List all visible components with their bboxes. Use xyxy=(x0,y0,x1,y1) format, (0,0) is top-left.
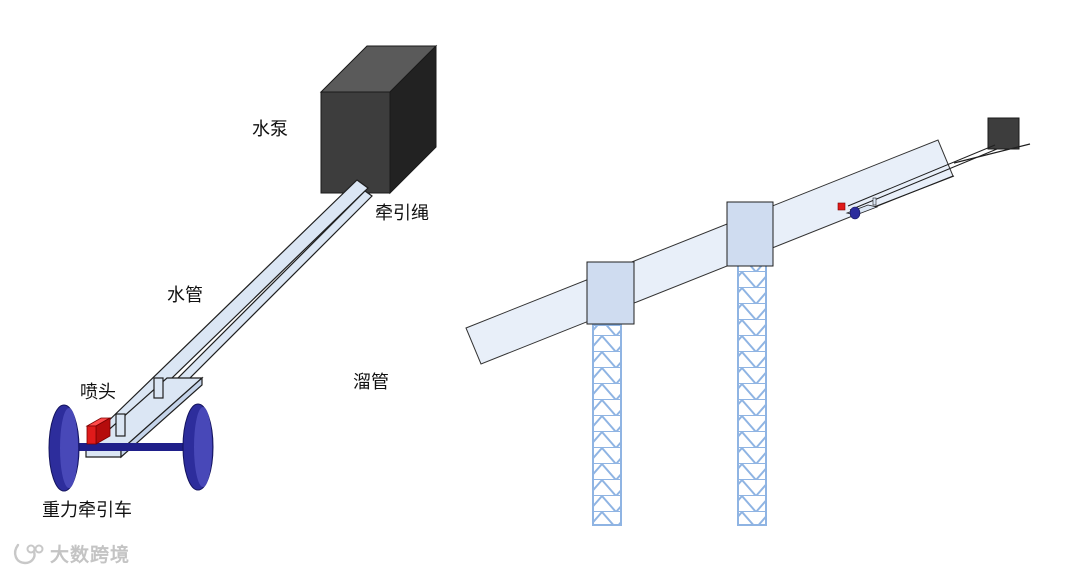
watermark: 大数跨境 xyxy=(10,540,130,566)
cart-wheel-left xyxy=(48,404,80,492)
chute-tube xyxy=(465,139,954,365)
support-tower xyxy=(737,264,767,526)
small-rope xyxy=(953,143,1031,164)
chute-label: 溜管 xyxy=(353,372,389,393)
support-tower xyxy=(592,324,622,526)
small-pump xyxy=(987,117,1020,150)
nozzle-label: 喷头 xyxy=(80,382,116,403)
support-box xyxy=(726,201,774,267)
cart-wheel-right xyxy=(182,403,214,491)
cart-label: 重力牵引车 xyxy=(42,500,132,521)
small-pipe xyxy=(847,144,996,207)
water-pipe xyxy=(96,179,369,441)
right-diagram xyxy=(465,117,1031,526)
small-cart-post xyxy=(872,197,877,206)
pipe-label: 水管 xyxy=(167,285,203,306)
logo-swirl-icon xyxy=(14,543,44,565)
support-box xyxy=(586,261,635,325)
watermark-text: 大数跨境 xyxy=(50,543,131,566)
nozzle-block xyxy=(85,417,112,445)
small-nozzle xyxy=(837,202,846,211)
cart-post xyxy=(115,413,126,437)
cart-axle xyxy=(70,443,200,451)
rope-label: 牵引绳 xyxy=(375,203,429,224)
pump-label: 水泵 xyxy=(252,119,288,140)
cart-post xyxy=(153,377,164,399)
left-diagram xyxy=(48,44,438,492)
pump-box xyxy=(319,44,438,195)
small-cart-wheel xyxy=(849,206,861,220)
cart-platform xyxy=(84,376,204,459)
